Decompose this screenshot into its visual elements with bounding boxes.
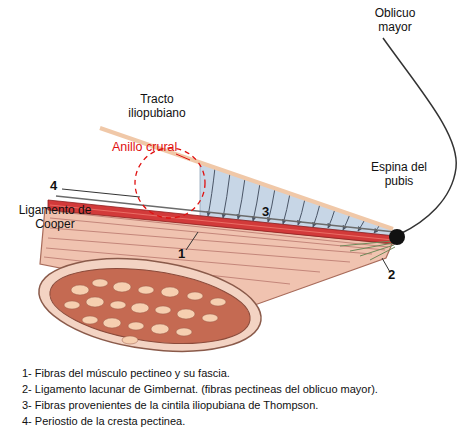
part-label: Anillo crural [112,140,177,154]
legend-note: 2- Ligamento lacunar de Gimbernat. (fibr… [22,382,378,396]
lacunar-fibers [340,241,395,260]
external-oblique [383,38,456,234]
pectineal-periosteum [56,196,395,232]
legend-note: 3- Fibras provenientes de la cintila ili… [22,398,318,412]
callout-number: 2 [388,268,395,282]
ligament-fibers [50,205,393,240]
leader-line [186,232,198,250]
part-label: Tracto iliopubiano [120,92,194,120]
part-label: Ligamento de Cooper [16,203,94,231]
muscle-bundles [64,279,226,344]
legend-note: 4- Periostio de la cresta pectinea. [22,414,185,428]
muscle-section-core [45,257,255,354]
part-label: Espina del pubis [364,160,434,188]
part-label: Oblicuo mayor [362,6,428,34]
leader-line [176,154,190,160]
femoral-ring [135,148,205,218]
callout-number: 3 [262,205,269,219]
callout-number: 4 [50,179,57,193]
cooper-ligament [48,200,395,244]
legend-note: 1- Fibras del músculo pectineo y su fasc… [22,366,230,380]
pubic-spine [389,229,405,245]
callout-number: 1 [178,247,185,261]
muscle-cross-section [33,246,267,364]
leader-line [62,189,140,197]
